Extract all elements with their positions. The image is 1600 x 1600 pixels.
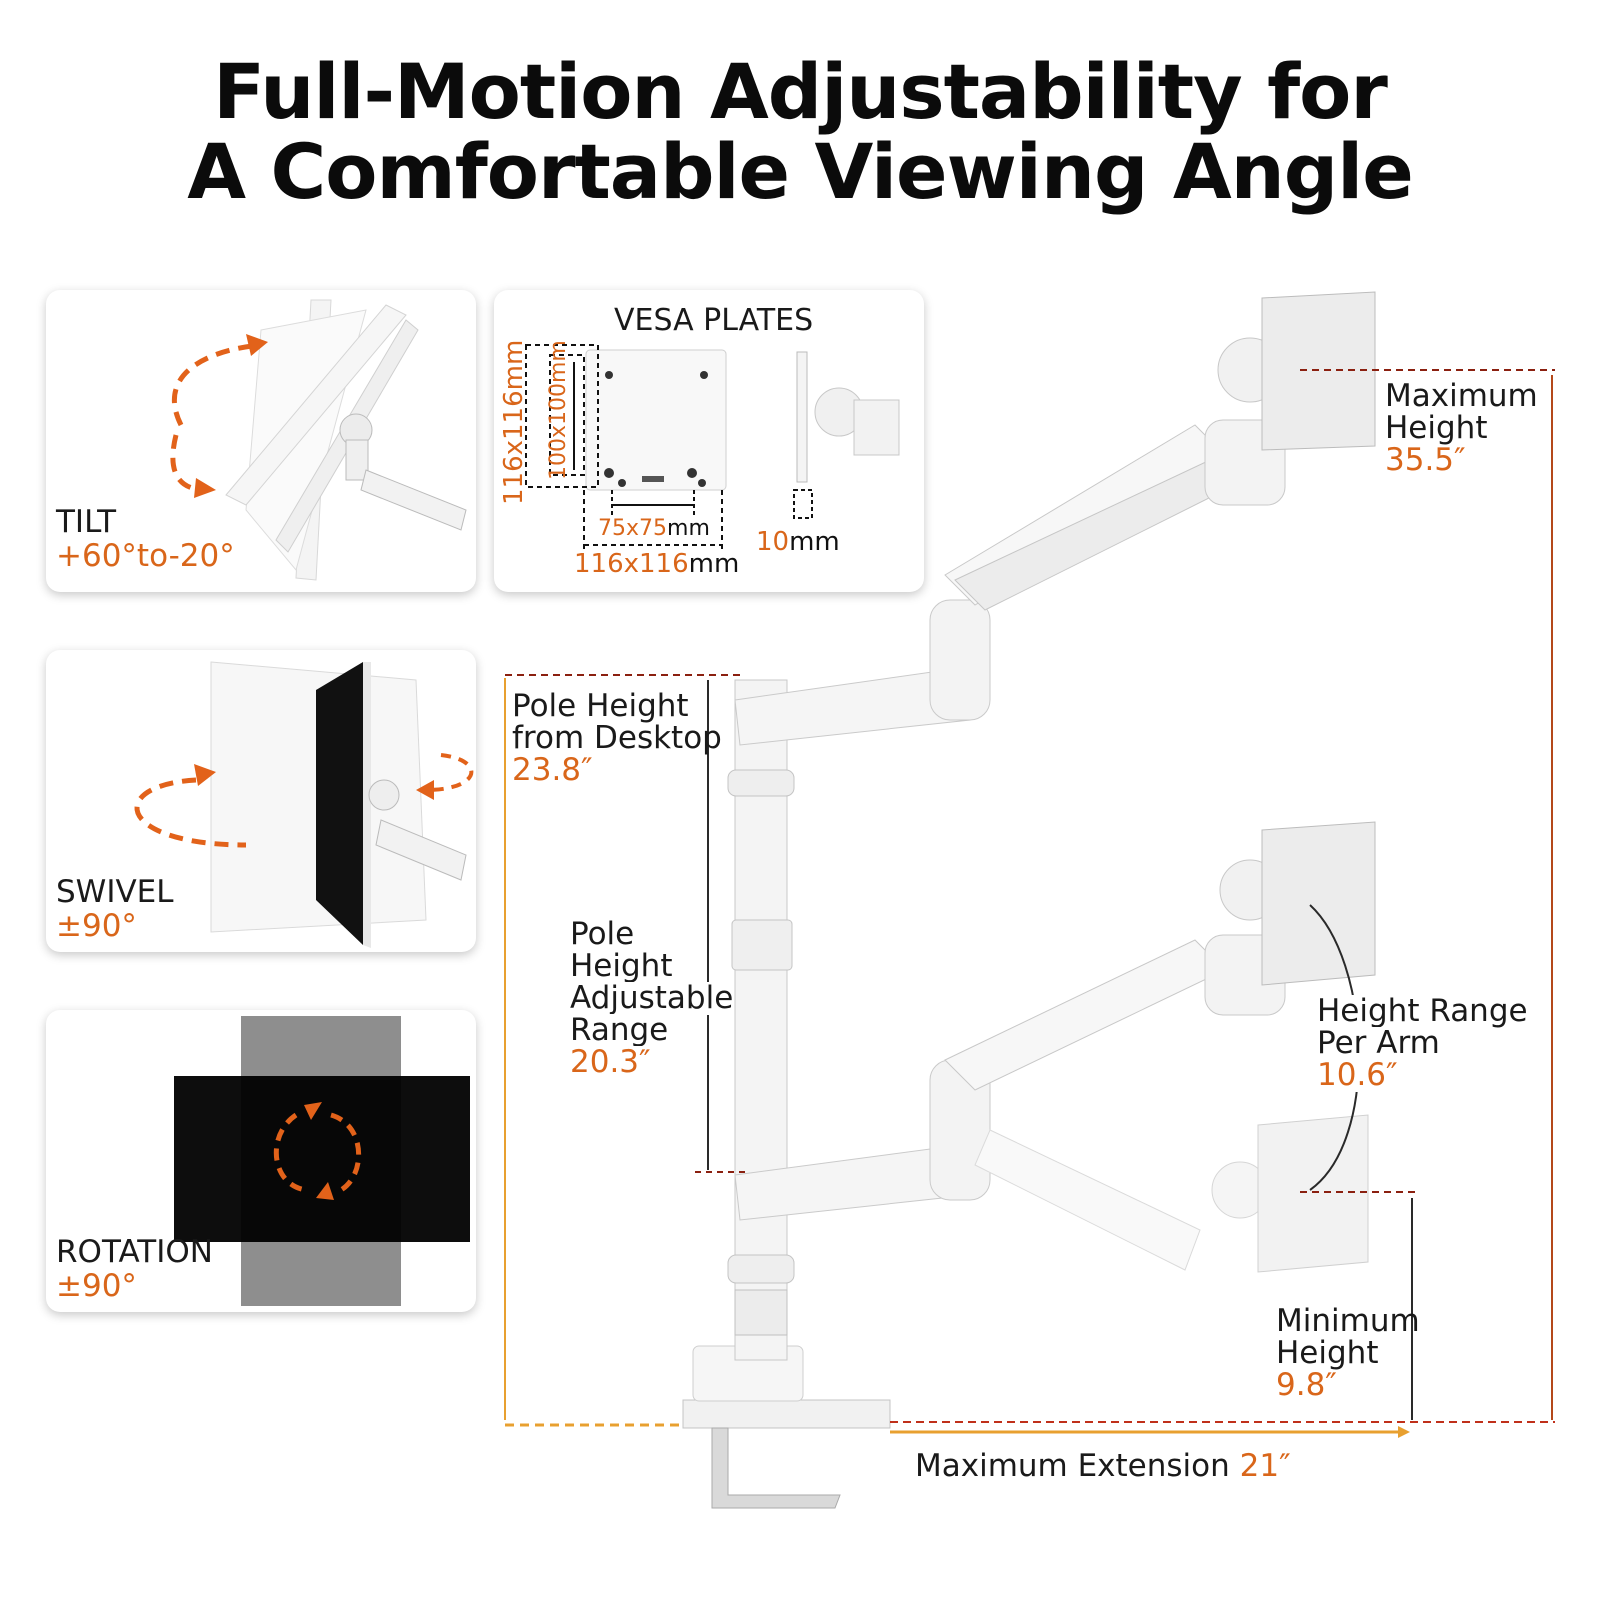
max-height-value: 35.5″ xyxy=(1385,442,1466,478)
headline-line-1: Full-Motion Adjustability for xyxy=(213,47,1388,136)
min-height-label-1: Minimum xyxy=(1276,1303,1420,1339)
pole-height-label-1: Pole Height xyxy=(512,688,689,724)
vesa-title: VESA PLATES xyxy=(614,303,814,338)
max-height-label-1: Maximum xyxy=(1385,378,1538,414)
swivel-illustration xyxy=(134,661,474,948)
height-range-label-2: Per Arm xyxy=(1317,1025,1440,1061)
height-range-value: 10.6″ xyxy=(1317,1057,1398,1093)
vesa-inner-horizontal-number: 75x75 xyxy=(598,516,668,541)
height-range-label-1: Height Range xyxy=(1317,993,1528,1029)
pole-range-label-3: Adjustable xyxy=(570,980,734,1016)
headline: Full-Motion Adjustability for A Comforta… xyxy=(0,52,1600,212)
pole-range-value: 20.3″ xyxy=(570,1044,651,1080)
vesa-depth: 10mm xyxy=(756,526,840,559)
min-height-label-2: Height xyxy=(1276,1335,1379,1371)
vesa-depth-number: 10 xyxy=(756,527,790,557)
min-height-value: 9.8″ xyxy=(1276,1367,1337,1403)
pole-height-label-2: from Desktop xyxy=(512,720,722,756)
pole-range-label-4: Range xyxy=(570,1012,669,1048)
max-extension-value: 21″ xyxy=(1239,1448,1291,1484)
max-extension: Maximum Extension 21″ xyxy=(915,1450,1291,1483)
pole-range-label-2: Height xyxy=(570,948,673,984)
vesa-outer-horizontal-unit: mm xyxy=(688,549,740,579)
vesa-inner-vertical: 100x100mm xyxy=(546,340,571,480)
vesa-outer-vertical: 116x116mm xyxy=(499,339,529,505)
vesa-inner-horizontal-unit: mm xyxy=(667,516,710,541)
tilt-label: TILT xyxy=(56,504,117,540)
max-height-label-2: Height xyxy=(1385,410,1488,446)
tilt-illustration xyxy=(170,299,467,581)
vesa-card: VESA PLATES 116x116mm 100x100mm 75x75mm … xyxy=(494,290,924,592)
tilt-card: TILT +60°to-20° xyxy=(46,290,476,592)
tilt-value: +60°to-20° xyxy=(56,538,235,574)
vesa-depth-unit: mm xyxy=(789,527,840,557)
vesa-diagram xyxy=(525,344,900,552)
rotation-label: ROTATION xyxy=(56,1234,213,1270)
swivel-label: SWIVEL xyxy=(56,874,174,910)
swivel-value: ±90° xyxy=(56,908,137,944)
rotation-illustration xyxy=(174,1016,470,1306)
pole-range-label-1: Pole xyxy=(570,916,635,952)
rotation-card: ROTATION ±90° xyxy=(46,1010,476,1312)
vesa-outer-horizontal-number: 116x116 xyxy=(574,549,689,579)
pole-height-value: 23.8″ xyxy=(512,752,593,788)
max-extension-label: Maximum Extension xyxy=(915,1448,1230,1484)
vesa-outer-horizontal: 116x116mm xyxy=(574,548,739,581)
swivel-card: SWIVEL ±90° xyxy=(46,650,476,952)
vesa-inner-horizontal: 75x75mm xyxy=(598,512,710,545)
headline-line-2: A Comfortable Viewing Angle xyxy=(187,127,1414,216)
rotation-value: ±90° xyxy=(56,1268,137,1304)
